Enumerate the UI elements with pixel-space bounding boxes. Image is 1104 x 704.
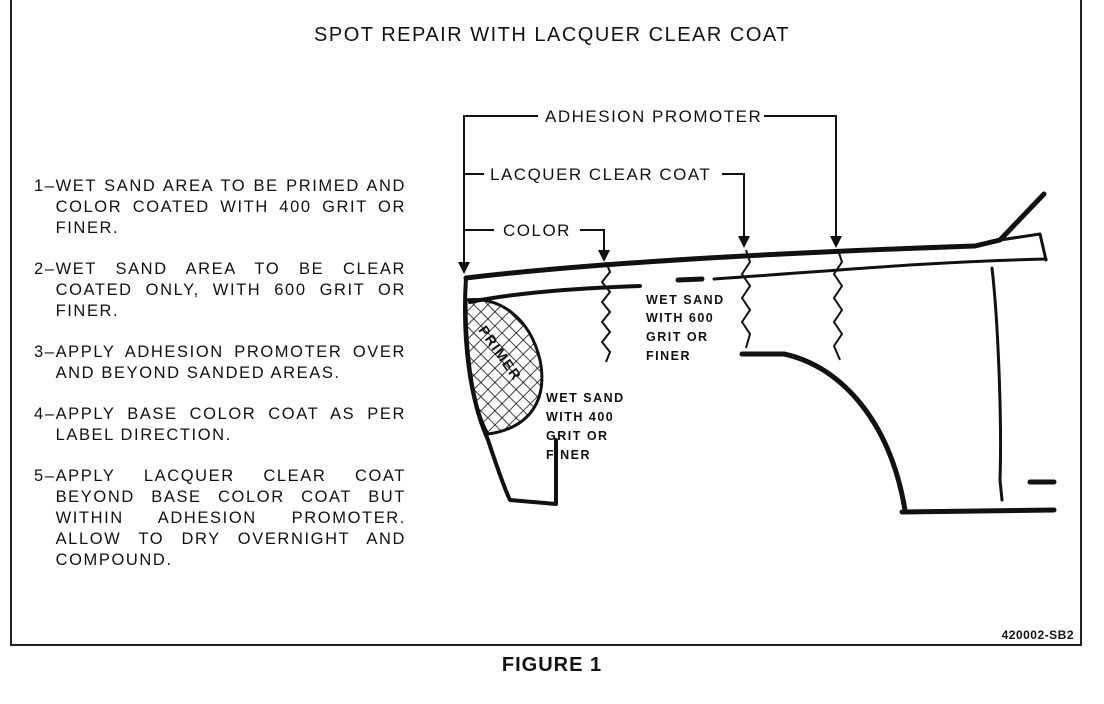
note-line: GRIT OR xyxy=(646,330,709,344)
step-number: 5– xyxy=(34,467,56,485)
break-lines xyxy=(600,249,844,363)
step-text: WET SAND AREA TO BE PRIMED AND COLOR COA… xyxy=(55,177,406,237)
note-line: WITH 600 xyxy=(646,311,714,325)
primer-area xyxy=(464,298,544,436)
step-text: WET SAND AREA TO BE CLEAR COATED ONLY, W… xyxy=(55,260,406,320)
adhesion-promoter-label: ADHESION PROMOTER xyxy=(545,107,762,126)
figure-code: 420002-SB2 xyxy=(1001,628,1074,642)
wet-sand-600-note: WET SAND WITH 600 GRIT OR FINER xyxy=(646,293,725,363)
step-text: APPLY LACQUER CLEAR COAT BEYOND BASE COL… xyxy=(55,467,406,569)
step-text: APPLY ADHESION PROMOTER OVER AND BEYOND … xyxy=(55,343,406,382)
step-number: 2– xyxy=(34,260,56,278)
callout-arrowheads xyxy=(458,236,842,274)
note-line: FINER xyxy=(646,349,691,363)
note-line: FINER xyxy=(546,448,591,462)
lacquer-clear-coat-label: LACQUER CLEAR COAT xyxy=(490,165,711,184)
step-4: 4– APPLY BASE COLOR COAT AS PER LABEL DI… xyxy=(34,404,406,446)
figure-frame xyxy=(10,0,1082,646)
step-2: 2– WET SAND AREA TO BE CLEAR COATED ONLY… xyxy=(34,259,406,322)
fender-outline xyxy=(462,191,1057,515)
step-text: APPLY BASE COLOR COAT AS PER LABEL DIREC… xyxy=(55,405,406,444)
note-line: WITH 400 xyxy=(546,410,614,424)
figure-title: SPOT REPAIR WITH LACQUER CLEAR COAT xyxy=(314,24,790,46)
steps-list: 1– WET SAND AREA TO BE PRIMED AND COLOR … xyxy=(34,176,406,591)
note-line: WET SAND xyxy=(646,293,725,307)
callout-leaders xyxy=(463,115,837,268)
step-5: 5– APPLY LACQUER CLEAR COAT BEYOND BASE … xyxy=(34,466,406,571)
color-label: COLOR xyxy=(503,221,571,240)
step-number: 1– xyxy=(34,177,56,195)
figure-caption: FIGURE 1 xyxy=(501,654,603,676)
wet-sand-400-note: WET SAND WITH 400 GRIT OR FINER xyxy=(546,391,625,462)
step-number: 4– xyxy=(34,405,56,423)
note-line: WET SAND xyxy=(546,391,625,405)
step-number: 3– xyxy=(34,343,56,361)
note-line: GRIT OR xyxy=(546,429,609,443)
step-1: 1– WET SAND AREA TO BE PRIMED AND COLOR … xyxy=(34,176,406,239)
step-3: 3– APPLY ADHESION PROMOTER OVER AND BEYO… xyxy=(34,342,406,384)
